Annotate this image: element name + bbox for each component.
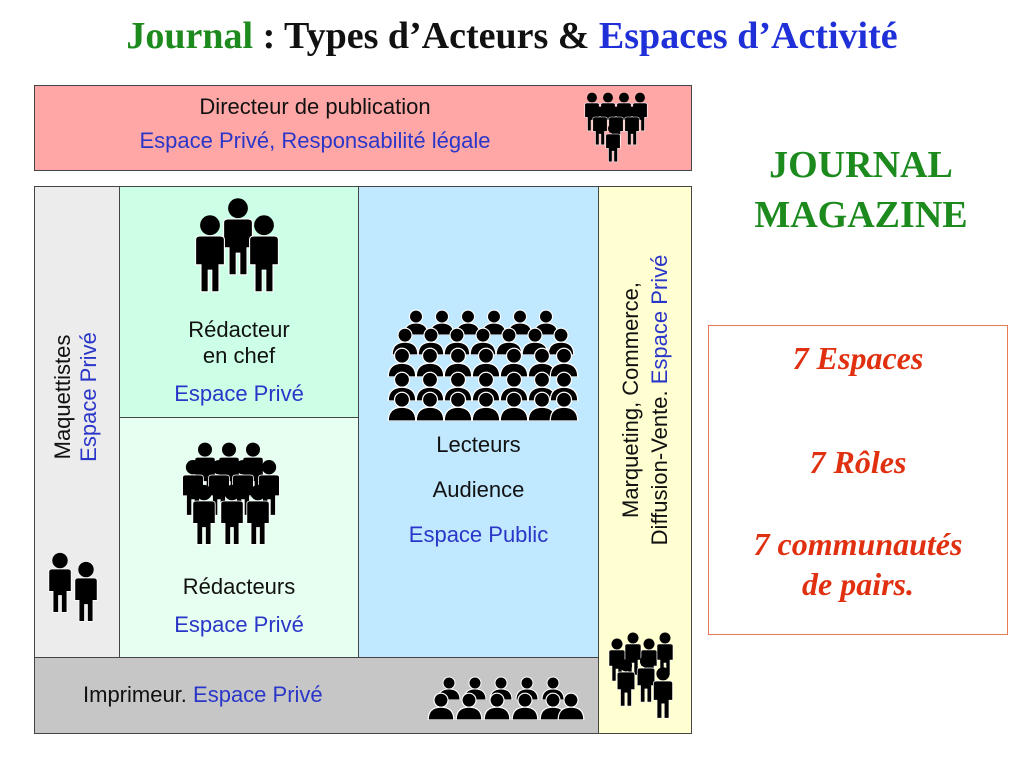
row-of-people-icon (427, 676, 585, 720)
crowd-icon (387, 309, 579, 421)
maquettistes-label: Maquettistes Espace Privé (50, 274, 106, 520)
redacteurs-role: Rédacteurs (182, 574, 296, 599)
group-of-people-icon (584, 92, 648, 163)
maquettistes-box: Maquettistes Espace Privé (34, 186, 120, 658)
lecteurs-role: Lecteurs (436, 432, 521, 457)
three-people-icon (195, 197, 279, 293)
redacteur-chef-space: Espace Privé (174, 381, 304, 406)
lecteurs-audience: Audience (432, 477, 525, 502)
lecteurs-box: Lecteurs Audience Espace Public (358, 186, 599, 658)
redacteurs-box: Rédacteurs Espace Privé (119, 417, 359, 658)
redacteurs-space: Espace Privé (174, 612, 304, 637)
maquettistes-role: Maquettistes (50, 334, 75, 460)
summary-box: 7 Espaces 7 Rôles 7 communautés de pairs… (708, 325, 1008, 635)
imprimeur-box: Imprimeur. Espace Privé (34, 657, 599, 734)
page-title: Journal : Types d’Acteurs & Espaces d’Ac… (126, 15, 898, 57)
marketing-box: Marqueting, Commerce, Diffusion-Vente. E… (598, 186, 692, 734)
two-people-icon (48, 552, 98, 622)
redacteur-chef-box: Rédacteur en chef Espace Privé (119, 186, 359, 418)
group-of-people-icon (182, 442, 280, 545)
summary-text: 7 Espaces 7 Rôles 7 communautés de pairs… (753, 340, 963, 602)
redacteur-chef-role: Rédacteur en chef (188, 317, 290, 368)
maquettistes-space: Espace Privé (76, 332, 101, 462)
directeur-box: Directeur de publication Espace Privé, R… (34, 85, 692, 171)
group-of-people-icon (608, 632, 674, 719)
imprimeur-label: Imprimeur. Espace Privé (83, 682, 323, 707)
directeur-role: Directeur de publication (199, 94, 431, 119)
directeur-space: Espace Privé, Responsabilité légale (139, 128, 491, 153)
lecteurs-space: Espace Public (408, 522, 549, 547)
marketing-label: Marqueting, Commerce, Diffusion-Vente. E… (618, 254, 672, 546)
side-title: JOURNAL MAGAZINE (754, 144, 968, 236)
